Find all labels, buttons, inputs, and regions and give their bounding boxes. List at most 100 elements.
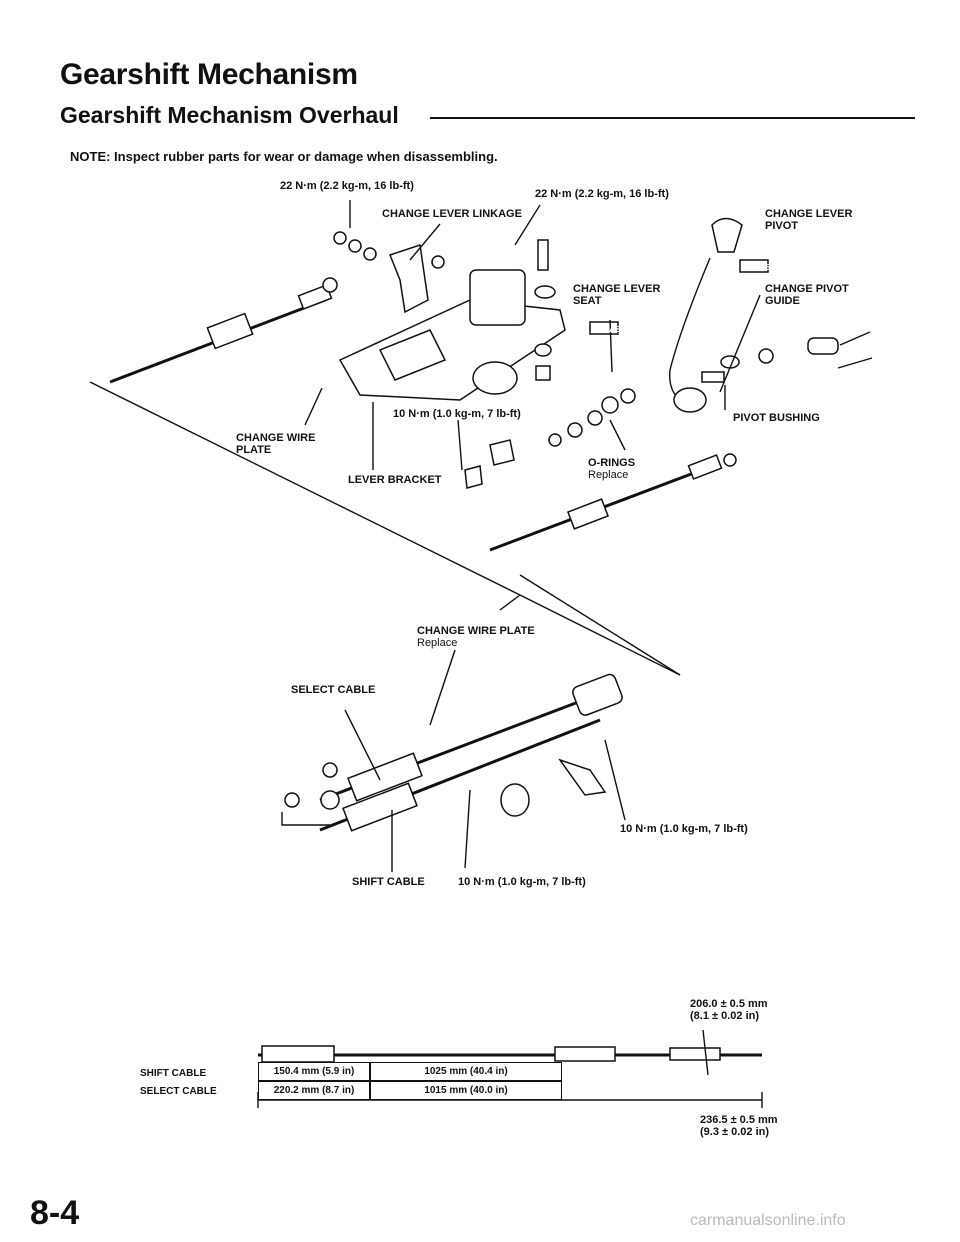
select-cable-bellows bbox=[347, 752, 423, 802]
select-b-cell: 1015 mm (40.0 in) bbox=[370, 1081, 562, 1100]
change-lever-linkage-shape bbox=[389, 244, 429, 314]
change-pivot-guide-line2: GUIDE bbox=[765, 295, 800, 307]
dimension-bottom-line2: (9.3 ± 0.02 in) bbox=[700, 1126, 770, 1138]
leader-pivot-guide bbox=[719, 294, 761, 393]
middle-cable-boot bbox=[567, 498, 609, 530]
torque-label-lower-mid: 10 N·m (1.0 kg-m, 7 lb-ft) bbox=[458, 876, 586, 888]
leader-wire-plate-lower bbox=[429, 649, 456, 726]
o-rings-label: O-RINGS Replace bbox=[588, 457, 635, 481]
page-number: 8-4 bbox=[30, 1194, 80, 1232]
grease-label-2: GREASE bbox=[592, 325, 626, 334]
cable-holder bbox=[500, 783, 530, 817]
change-wire-plate-line2: PLATE bbox=[236, 444, 272, 456]
change-wire-plate-label: CHANGE WIRE PLATE bbox=[236, 432, 315, 456]
shift-cable-label: SHIFT CABLE bbox=[352, 876, 425, 888]
pivot-part-2 bbox=[701, 371, 725, 383]
oring-5 bbox=[548, 433, 562, 447]
leader-seat bbox=[609, 319, 613, 373]
guide-line-2 bbox=[519, 594, 681, 676]
bracket-clip bbox=[489, 439, 515, 466]
change-lever-seat-line2: SEAT bbox=[573, 295, 602, 307]
washer-3 bbox=[363, 247, 377, 261]
washer-1 bbox=[333, 231, 347, 245]
gear-lever-rod bbox=[669, 257, 711, 401]
note-text: NOTE: Inspect rubber parts for wear or d… bbox=[70, 149, 498, 164]
washer-5 bbox=[322, 277, 338, 293]
change-lever-pivot-line2: PIVOT bbox=[765, 220, 799, 232]
pivot-guide-shape bbox=[807, 337, 839, 355]
dimension-end bbox=[669, 1047, 721, 1061]
lower-washer-1 bbox=[322, 762, 338, 778]
torque-label-bracket: 10 N·m (1.0 kg-m, 7 lb-ft) bbox=[393, 408, 521, 420]
leader-linkage bbox=[409, 223, 441, 261]
washer-4 bbox=[431, 255, 445, 269]
cable-bracket bbox=[572, 673, 623, 716]
select-cable-label: SELECT CABLE bbox=[291, 684, 376, 696]
change-lever-seat-line1: CHANGE LEVER bbox=[573, 283, 661, 295]
watermark: carmanualsonline.info bbox=[690, 1212, 846, 1229]
o-rings-line2: Replace bbox=[588, 469, 629, 481]
upper-cable-boot bbox=[206, 312, 254, 350]
bracket-clip-2 bbox=[464, 465, 483, 489]
grease-label-1: GREASE bbox=[742, 263, 776, 272]
nut-1 bbox=[534, 343, 552, 357]
bracket-bushing bbox=[472, 361, 518, 395]
guide-line-3 bbox=[519, 574, 681, 676]
change-lever-linkage-label: CHANGE LEVER LINKAGE bbox=[382, 208, 522, 220]
middle-cable-end bbox=[687, 454, 723, 480]
leader-wire-plate bbox=[304, 387, 323, 426]
guide-line-1 bbox=[89, 381, 521, 596]
guide-line-4 bbox=[499, 594, 521, 611]
shift-cable-bellows bbox=[342, 782, 418, 832]
change-lever-pivot-line1: CHANGE LEVER bbox=[765, 208, 853, 220]
bracket-housing bbox=[469, 269, 526, 326]
dimension-top-line2: (8.1 ± 0.02 in) bbox=[690, 1010, 760, 1022]
pivot-part-3 bbox=[758, 348, 774, 364]
seat-ring bbox=[534, 285, 556, 299]
lever-bracket-shape bbox=[338, 299, 566, 401]
oring-3 bbox=[620, 388, 636, 404]
oring-4 bbox=[567, 422, 583, 438]
torque-label-top-left: 22 N·m (2.2 kg-m, 16 lb-ft) bbox=[280, 180, 414, 192]
bolt-top bbox=[537, 239, 549, 271]
grease-tube-1 bbox=[739, 259, 769, 273]
dimension-bottom-line1: 236.5 ± 0.5 mm bbox=[700, 1114, 778, 1126]
gear-knob bbox=[711, 217, 743, 253]
title-rule bbox=[430, 117, 915, 119]
torque-label-top-mid: 22 N·m (2.2 kg-m, 16 lb-ft) bbox=[535, 188, 669, 200]
change-lever-seat-label: CHANGE LEVER SEAT bbox=[573, 283, 660, 307]
pivot-bolt bbox=[839, 331, 871, 346]
dimension-top-line1: 206.0 ± 0.5 mm bbox=[690, 998, 768, 1010]
pivot-bolt-2 bbox=[837, 357, 873, 369]
lower-washer-2 bbox=[284, 792, 300, 808]
leader-torque-lower-right bbox=[604, 739, 626, 821]
dim-select-cable-label: SELECT CABLE bbox=[140, 1086, 217, 1097]
leader-select-cable bbox=[344, 709, 381, 781]
oring-1 bbox=[601, 396, 619, 414]
change-pivot-guide-line1: CHANGE PIVOT bbox=[765, 283, 849, 295]
leader-torque-bracket bbox=[457, 419, 463, 471]
bracket-window bbox=[378, 329, 447, 381]
dimension-boot-right bbox=[554, 1046, 616, 1062]
change-lever-pivot-label: CHANGE LEVER PIVOT bbox=[765, 208, 852, 232]
washer-2 bbox=[348, 239, 362, 253]
shift-b-cell: 1025 mm (40.4 in) bbox=[370, 1062, 562, 1081]
torque-label-lower-right: 10 N·m (1.0 kg-m, 7 lb-ft) bbox=[620, 823, 748, 835]
lever-ball bbox=[673, 387, 707, 413]
lever-bracket-label: LEVER BRACKET bbox=[348, 474, 442, 486]
leader-top-dim bbox=[702, 1029, 709, 1076]
change-wire-plate-line1: CHANGE WIRE bbox=[236, 432, 316, 444]
leader-orings bbox=[609, 419, 626, 451]
o-rings-line1: O-RINGS bbox=[588, 457, 636, 469]
dim-shift-cable-label: SHIFT CABLE bbox=[140, 1068, 207, 1079]
leader-torque-top-mid bbox=[514, 204, 541, 246]
middle-cable-pin bbox=[723, 453, 737, 467]
cable-clamp bbox=[558, 758, 607, 796]
change-wire-plate-lower-line1: CHANGE WIRE PLATE bbox=[417, 625, 535, 637]
change-wire-plate-lower-label: CHANGE WIRE PLATE Replace bbox=[417, 625, 535, 649]
leader-torque-lower-mid bbox=[464, 789, 471, 869]
dimension-top-label: 206.0 ± 0.5 mm (8.1 ± 0.02 in) bbox=[690, 998, 768, 1022]
shift-a-cell: 150.4 mm (5.9 in) bbox=[258, 1062, 370, 1081]
dimension-boot-left bbox=[261, 1045, 335, 1063]
